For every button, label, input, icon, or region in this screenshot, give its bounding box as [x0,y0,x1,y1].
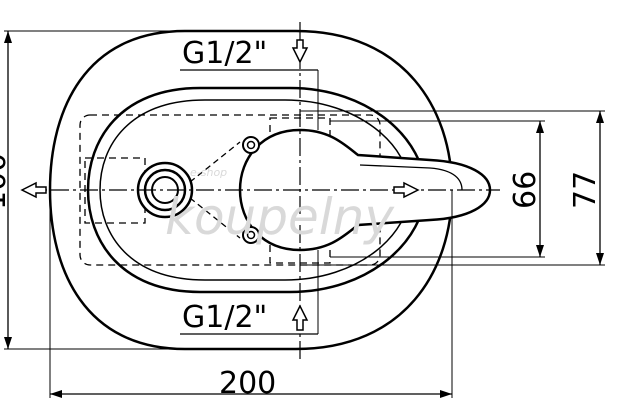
inner-rim-2 [99,99,411,281]
dim-77-arrow-bottom [596,253,604,265]
dim-77-arrow-top [596,111,604,123]
dim-left-arrow-bottom [4,337,12,349]
screw-top-core [246,140,256,150]
arrow-up-icon [291,304,309,331]
watermark-brand: koupelny [165,188,394,246]
arrow-left-icon [20,181,47,199]
arrow-down-icon [291,39,309,64]
screw-bottom [242,226,260,244]
hidden-connection [189,141,241,239]
port-top-label: G1/2" [182,36,268,71]
port-bottom-label: G1/2" [182,300,268,335]
dim-left-cut-label: 100 [0,152,13,210]
dim-width-label: 200 [219,366,277,401]
dim-66-arrow-bottom [536,245,544,257]
screw-top [242,136,260,154]
dim-66-arrow-top [536,121,544,133]
lever-inner-line [359,164,463,191]
screw-bottom-core [246,230,256,240]
dim-inner-height-label: 66 [508,170,543,209]
dim-outer-height-label: 77 [568,170,603,209]
dim-200-arrow-right [440,390,452,398]
arrow-right-icon [393,181,420,199]
dim-left-arrow-top [4,31,12,43]
dim-200-arrow-left [50,390,62,398]
watermark-accent: e-shop [190,166,228,179]
inner-rim [86,86,427,294]
